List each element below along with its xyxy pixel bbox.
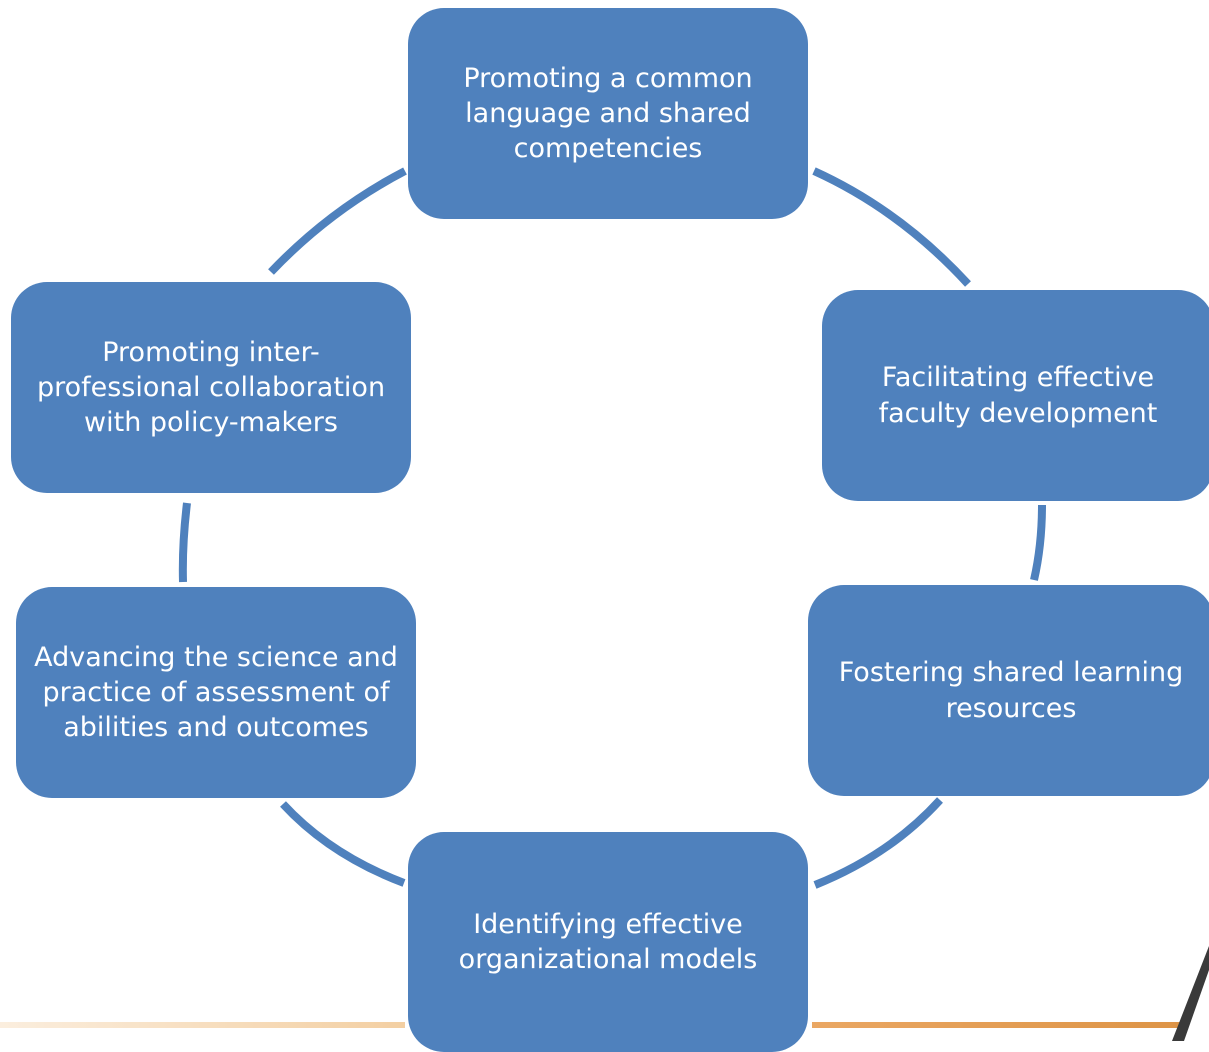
- node-label: Identifying effective organizational mod…: [458, 908, 758, 975]
- connector-left-lower-to-left-upper: [178, 502, 191, 583]
- connector-bottom-to-left-lower: [280, 801, 406, 887]
- connector-left-upper-to-top: [268, 167, 407, 275]
- connector-right-lower-to-bottom: [813, 797, 943, 889]
- node-label: Promoting inter-professional collaborati…: [36, 336, 386, 439]
- cycle-node-assessment-science: Advancing the science and practice of as…: [16, 587, 416, 798]
- node-label: Facilitating effective faculty developme…: [878, 362, 1158, 429]
- connector-top-to-right: [812, 167, 971, 287]
- cycle-node-common-language: Promoting a common language and shared c…: [408, 8, 808, 219]
- footer-rule-left: [0, 1022, 405, 1028]
- node-label: Fostering shared learning resources: [838, 657, 1184, 724]
- connector-right-upper-to-right-lower: [1030, 504, 1046, 581]
- cycle-node-organizational-models: Identifying effective organizational mod…: [408, 832, 808, 1052]
- node-label: Promoting a common language and shared c…: [463, 62, 753, 165]
- corner-letter-mark: [1172, 946, 1209, 1041]
- cycle-node-interprofessional-collaboration: Promoting inter-professional collaborati…: [11, 282, 411, 493]
- footer-rule-right: [812, 1022, 1184, 1028]
- node-label: Advancing the science and practice of as…: [34, 641, 398, 744]
- cycle-node-faculty-development: Facilitating effective faculty developme…: [822, 290, 1209, 501]
- cycle-node-shared-learning-resources: Fostering shared learning resources: [808, 585, 1209, 796]
